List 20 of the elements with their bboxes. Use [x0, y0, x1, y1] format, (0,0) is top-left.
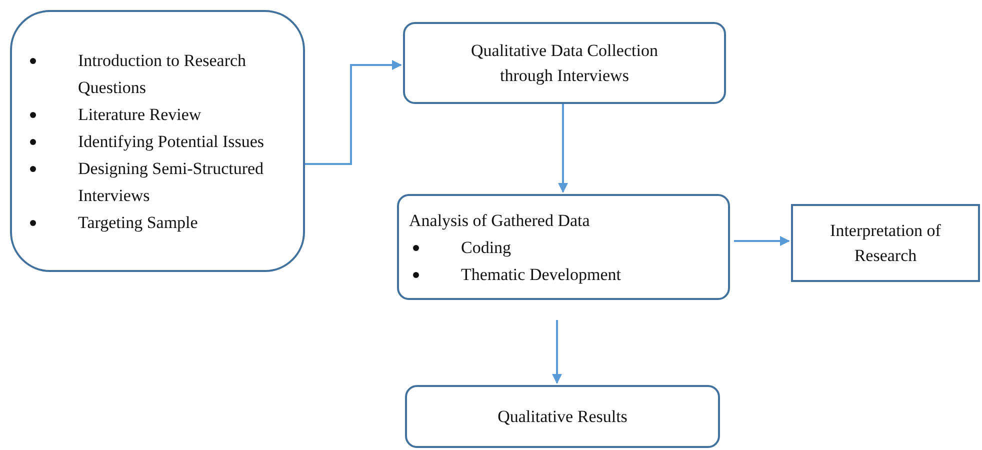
rounded-box — [10, 10, 305, 272]
arrow — [734, 236, 790, 246]
node-label: Qualitative Results — [496, 406, 628, 428]
list-item: Literature Review — [78, 104, 202, 124]
rounded-box — [397, 194, 730, 300]
arrow — [552, 320, 562, 384]
list-item: Designing Semi-Structured Interviews — [78, 158, 264, 204]
list-item: Targeting Sample — [78, 212, 198, 232]
node-label: Qualitative Data Collection through Interviews — [470, 40, 659, 87]
node-label: Interpretation of Research — [829, 220, 942, 267]
process-box — [791, 204, 980, 282]
node-heading: Analysis of Gathered Data — [409, 210, 591, 232]
list-item: Coding — [461, 238, 512, 256]
rounded-box — [403, 22, 726, 104]
list-item: Introduction to Research Questions — [78, 50, 246, 96]
arrow — [305, 60, 402, 165]
list-item: Thematic Development — [461, 264, 622, 284]
rounded-box — [405, 385, 720, 448]
arrow — [558, 104, 568, 193]
list-item: Identifying Potential Issues — [78, 132, 264, 150]
